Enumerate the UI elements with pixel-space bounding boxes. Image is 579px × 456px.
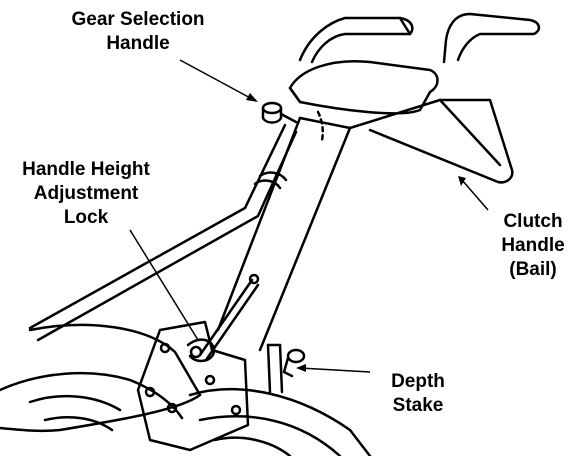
depth-label-line2: Stake: [392, 395, 444, 416]
tine-hood: [0, 323, 372, 456]
arrow-heads: [246, 93, 466, 372]
main-handle-column: [216, 110, 352, 352]
gear-leader: [179, 59, 255, 101]
clutch-label-line2: Handle: [501, 235, 565, 256]
depth-label-line1: Depth: [391, 371, 445, 392]
gear-label-line2: Handle: [106, 33, 170, 54]
handlebar-grip: [288, 12, 541, 115]
clutch-label-line1: Clutch: [503, 211, 563, 232]
clutch-handle-bail-label: Clutch Handle (Bail): [490, 210, 576, 282]
height-leader: [129, 229, 199, 341]
depth-stake: [266, 343, 306, 394]
gear-selection-handle-label: Gear Selection Handle: [38, 8, 238, 56]
depth-stake-label: Depth Stake: [380, 370, 456, 418]
height-adjustment-lock-rod: [186, 273, 260, 363]
height-label-line2: Adjustment: [33, 183, 139, 204]
gear-selection-knob: [261, 101, 298, 124]
handle-height-adjustment-lock-label: Handle Height Adjustment Lock: [4, 158, 168, 230]
clutch-bail: [348, 98, 514, 184]
height-label-line3: Lock: [63, 207, 109, 228]
gear-label-line1: Gear Selection: [71, 9, 205, 30]
height-label-line1: Handle Height: [22, 159, 150, 180]
clutch-leader: [461, 179, 489, 211]
clutch-label-line3: (Bail): [509, 259, 557, 280]
depth-leader: [299, 367, 371, 373]
callout-leaders: [129, 59, 489, 373]
